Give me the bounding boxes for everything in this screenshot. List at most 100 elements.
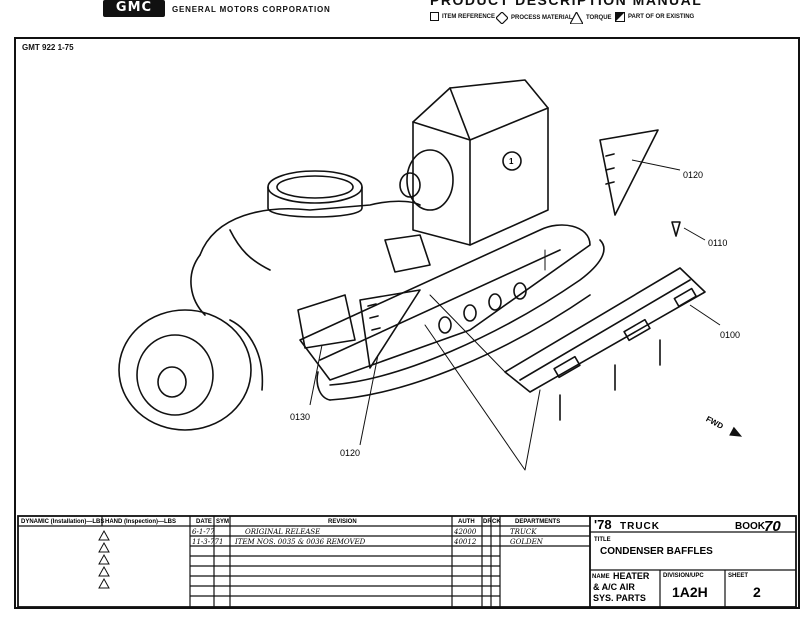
mount-bracket xyxy=(384,234,431,273)
right-baffle-0120 xyxy=(599,129,659,216)
blower-motor xyxy=(406,149,454,211)
revision-0-date: 6-1-77 xyxy=(192,528,215,536)
leader-line-0130 xyxy=(309,344,323,406)
leader-line-0110 xyxy=(683,227,706,241)
division-label: DIVISION/UPC xyxy=(663,573,704,579)
left-baffle-0120 xyxy=(359,289,421,369)
legend-label: PROCESS MATERIAL xyxy=(511,15,573,21)
fender-outline xyxy=(199,200,421,256)
department-0: TRUCK xyxy=(510,528,537,536)
blower-box-top-edge xyxy=(449,87,471,141)
item-reference-number: 1 xyxy=(509,157,514,166)
baffle-tab xyxy=(553,355,581,379)
air-cleaner-body xyxy=(267,186,363,218)
callout-0110: 0110 xyxy=(708,238,727,248)
book-label: BOOK xyxy=(735,521,766,532)
bumper-end xyxy=(316,371,331,401)
revision-1-sym: 1 xyxy=(219,538,223,546)
support-hole xyxy=(488,293,502,311)
book-number: 70 xyxy=(764,518,781,535)
blower-box-edge xyxy=(412,107,549,141)
fwd-direction: FWD xyxy=(704,414,743,437)
baffle-slots xyxy=(367,303,381,331)
name-line-1: & A/C AIR xyxy=(593,582,635,592)
triangle-icon xyxy=(98,553,110,565)
explode-line xyxy=(429,294,506,373)
sheet-label: SHEET xyxy=(728,573,748,579)
triangle-icon xyxy=(570,12,583,24)
fender-crease xyxy=(229,229,271,271)
header-revision: REVISION xyxy=(328,519,357,525)
radiator-support xyxy=(299,224,591,381)
legend-torque: TORQUE xyxy=(570,12,612,24)
leader-line-0120-lower xyxy=(359,354,379,446)
division-code: 1A2H xyxy=(672,584,708,600)
title-label: TITLE xyxy=(594,537,611,543)
legend-label: ITEM REFERENCE xyxy=(442,13,496,20)
explode-line xyxy=(424,324,541,471)
department-1: GOLDEN xyxy=(510,538,544,546)
revision-0-text: ORIGINAL RELEASE xyxy=(245,528,320,536)
baffle-legs xyxy=(559,339,661,421)
legend-part-of-existing: PART OF OR EXISTING xyxy=(615,12,694,22)
title-block-grid xyxy=(17,515,797,608)
long-baffle-0100 xyxy=(504,267,706,393)
header-date: DATE xyxy=(196,519,212,525)
bumper-bottom xyxy=(329,294,591,401)
fwd-label: FWD xyxy=(704,414,725,431)
callout-0120-upper: 0120 xyxy=(683,170,703,180)
air-cleaner-ring xyxy=(276,175,354,199)
name-line-2: SYS. PARTS xyxy=(593,593,646,603)
sheet-number: 2 xyxy=(753,584,761,600)
leader-line-0100 xyxy=(689,304,721,326)
header-ck: CK xyxy=(492,519,501,525)
screw-0110 xyxy=(671,221,681,237)
revision-0-auth: 42000 xyxy=(453,528,477,536)
baffle-tab xyxy=(623,318,651,342)
product-line: TRUCK xyxy=(620,521,660,532)
triangle-icon xyxy=(98,529,110,541)
tire-outer xyxy=(118,309,252,431)
callout-0120-lower: 0120 xyxy=(340,448,360,458)
callout-0130: 0130 xyxy=(290,412,310,422)
legend-label: TORQUE xyxy=(586,15,612,21)
support-hole xyxy=(513,282,527,300)
header-departments: DEPARTMENTS xyxy=(515,519,560,525)
header-dynamic: DYNAMIC (Installation)—LBS xyxy=(21,519,104,525)
triangle-icon xyxy=(98,565,110,577)
left-duct-box xyxy=(297,294,356,349)
name-line-0: HEATER xyxy=(613,571,650,581)
model-year: '78 xyxy=(594,517,612,532)
revision-1-date: 11-3-77 xyxy=(192,538,220,546)
tire-tread xyxy=(229,319,264,391)
triangle-icon xyxy=(98,577,110,589)
fender-lower xyxy=(190,254,206,316)
triangle-icon xyxy=(98,541,110,553)
header-hand: HAND (Inspection)—LBS xyxy=(105,519,176,525)
baffle-tab xyxy=(673,287,697,308)
manual-title: PRODUCT DESCRIPTION MANUAL xyxy=(430,0,703,8)
drawing-frame xyxy=(14,37,800,609)
long-baffle-flange xyxy=(519,279,691,381)
half-filled-square-icon xyxy=(615,12,625,22)
leader-line-0120-upper xyxy=(631,159,681,171)
torque-symbols xyxy=(98,529,110,589)
revision-1-auth: 40012 xyxy=(453,538,477,546)
item-reference-circle xyxy=(502,151,522,171)
gmc-logo: GMC xyxy=(103,0,165,17)
header-sym: SYM xyxy=(216,519,229,525)
square-icon xyxy=(430,12,439,21)
corporation-name: GENERAL MOTORS CORPORATION xyxy=(172,5,331,14)
drawing-title: CONDENSER BAFFLES xyxy=(600,546,713,557)
legend-item-reference: ITEM REFERENCE xyxy=(430,12,495,21)
diamond-icon xyxy=(496,12,508,24)
legend-label: PART OF OR EXISTING xyxy=(628,14,695,20)
revision-1-text: ITEM NOS. 0035 & 0036 REMOVED xyxy=(234,538,366,546)
legend-process-material: PROCESS MATERIAL xyxy=(496,12,573,24)
support-hole xyxy=(438,316,452,334)
baffle-slots-upper xyxy=(605,153,615,185)
form-number: GMT 922 1-75 xyxy=(22,43,74,52)
callout-0100: 0100 xyxy=(720,330,740,340)
wheel-hub xyxy=(157,366,187,398)
